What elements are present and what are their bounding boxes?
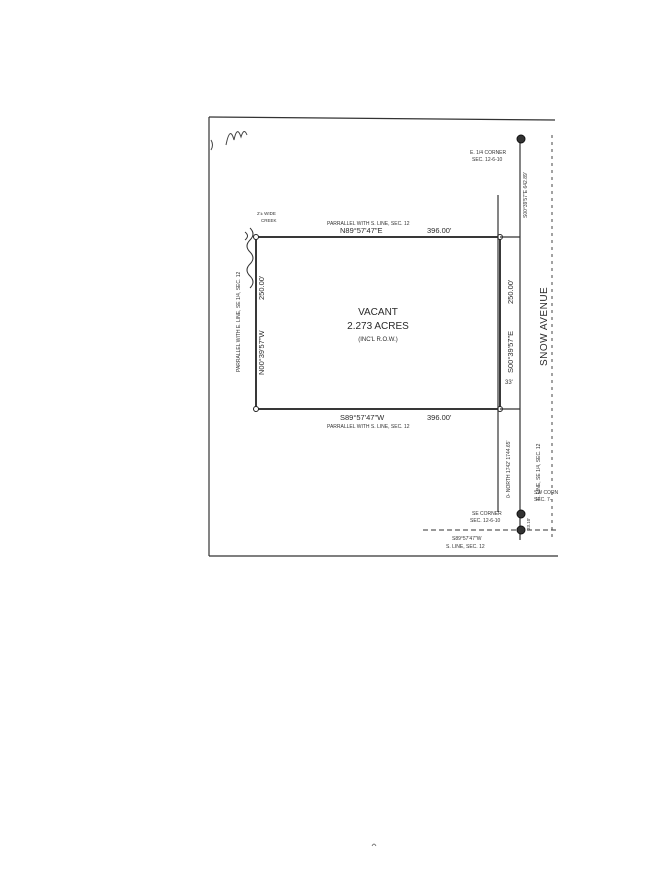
- sw-corner-label-line1: SW CORN: [534, 490, 559, 496]
- se-corner-label-line2: SEC. 12-6-10: [470, 518, 501, 524]
- e-quarter-corner-label-line1: E. 1/4 CORNER: [470, 150, 507, 156]
- creek-label-line2: CREEK: [261, 218, 277, 223]
- parcel-area: 2.273 ACRES: [347, 321, 409, 332]
- east-bearing: S00°39'57"E: [506, 331, 515, 373]
- south-parallel-note: PARRALLEL WITH S. LINE, SEC. 12: [327, 424, 410, 430]
- row-width-label: 33': [505, 380, 513, 386]
- stray-marks: [371, 843, 377, 847]
- right-of-way-lines: [497, 137, 521, 540]
- north-bearing: N89°57'47"E: [340, 226, 383, 235]
- west-bearing: N00°39'57"W: [257, 329, 266, 375]
- parcel-boundary: [255, 236, 501, 410]
- south-distance: 396.00': [427, 413, 452, 422]
- e-quarter-corner-label-line2: SEC. 12-6-10: [472, 157, 503, 163]
- sw-corner-label-line2: SEC. 7-: [534, 497, 552, 503]
- east-lower-bearing: 0- NORTH 1742' 1744.65': [506, 441, 512, 498]
- s-line-label: S. LINE, SEC. 12: [446, 544, 485, 550]
- south-bearing: S89°57'47"W: [340, 413, 385, 422]
- west-parallel-note: PARRALLEL WITH E. LINE, SE 1/4, SEC. 12: [236, 271, 242, 372]
- north-parallel-note: PARRALLEL WITH S. LINE, SEC. 12: [327, 221, 410, 227]
- small-distance-label: 33.10': [526, 518, 531, 530]
- parcel-area-note: (INC'L R.O.W.): [358, 337, 398, 343]
- east-distance: 250.00': [506, 279, 515, 304]
- se-corner-label-line1: SE CORNER: [472, 511, 502, 517]
- north-distance: 396.00': [427, 226, 452, 235]
- section-corner-markers: [516, 134, 526, 535]
- scribble-mark: [210, 131, 248, 151]
- east-upper-bearing: S00°39'57"E 642.89': [523, 172, 529, 218]
- west-distance: 250.00': [257, 275, 266, 300]
- section-line-bearing: S89°57'47"W: [452, 536, 482, 542]
- street-name: SNOW AVENUE: [539, 287, 550, 366]
- creek-label-line1: 2'± WIDE: [257, 211, 276, 216]
- parcel-title: VACANT: [358, 307, 398, 318]
- e-line-se-note: E. LINE, SE 1/4, SEC. 12: [536, 443, 542, 500]
- creek-line: [244, 227, 254, 289]
- sheet-border: [208, 116, 558, 557]
